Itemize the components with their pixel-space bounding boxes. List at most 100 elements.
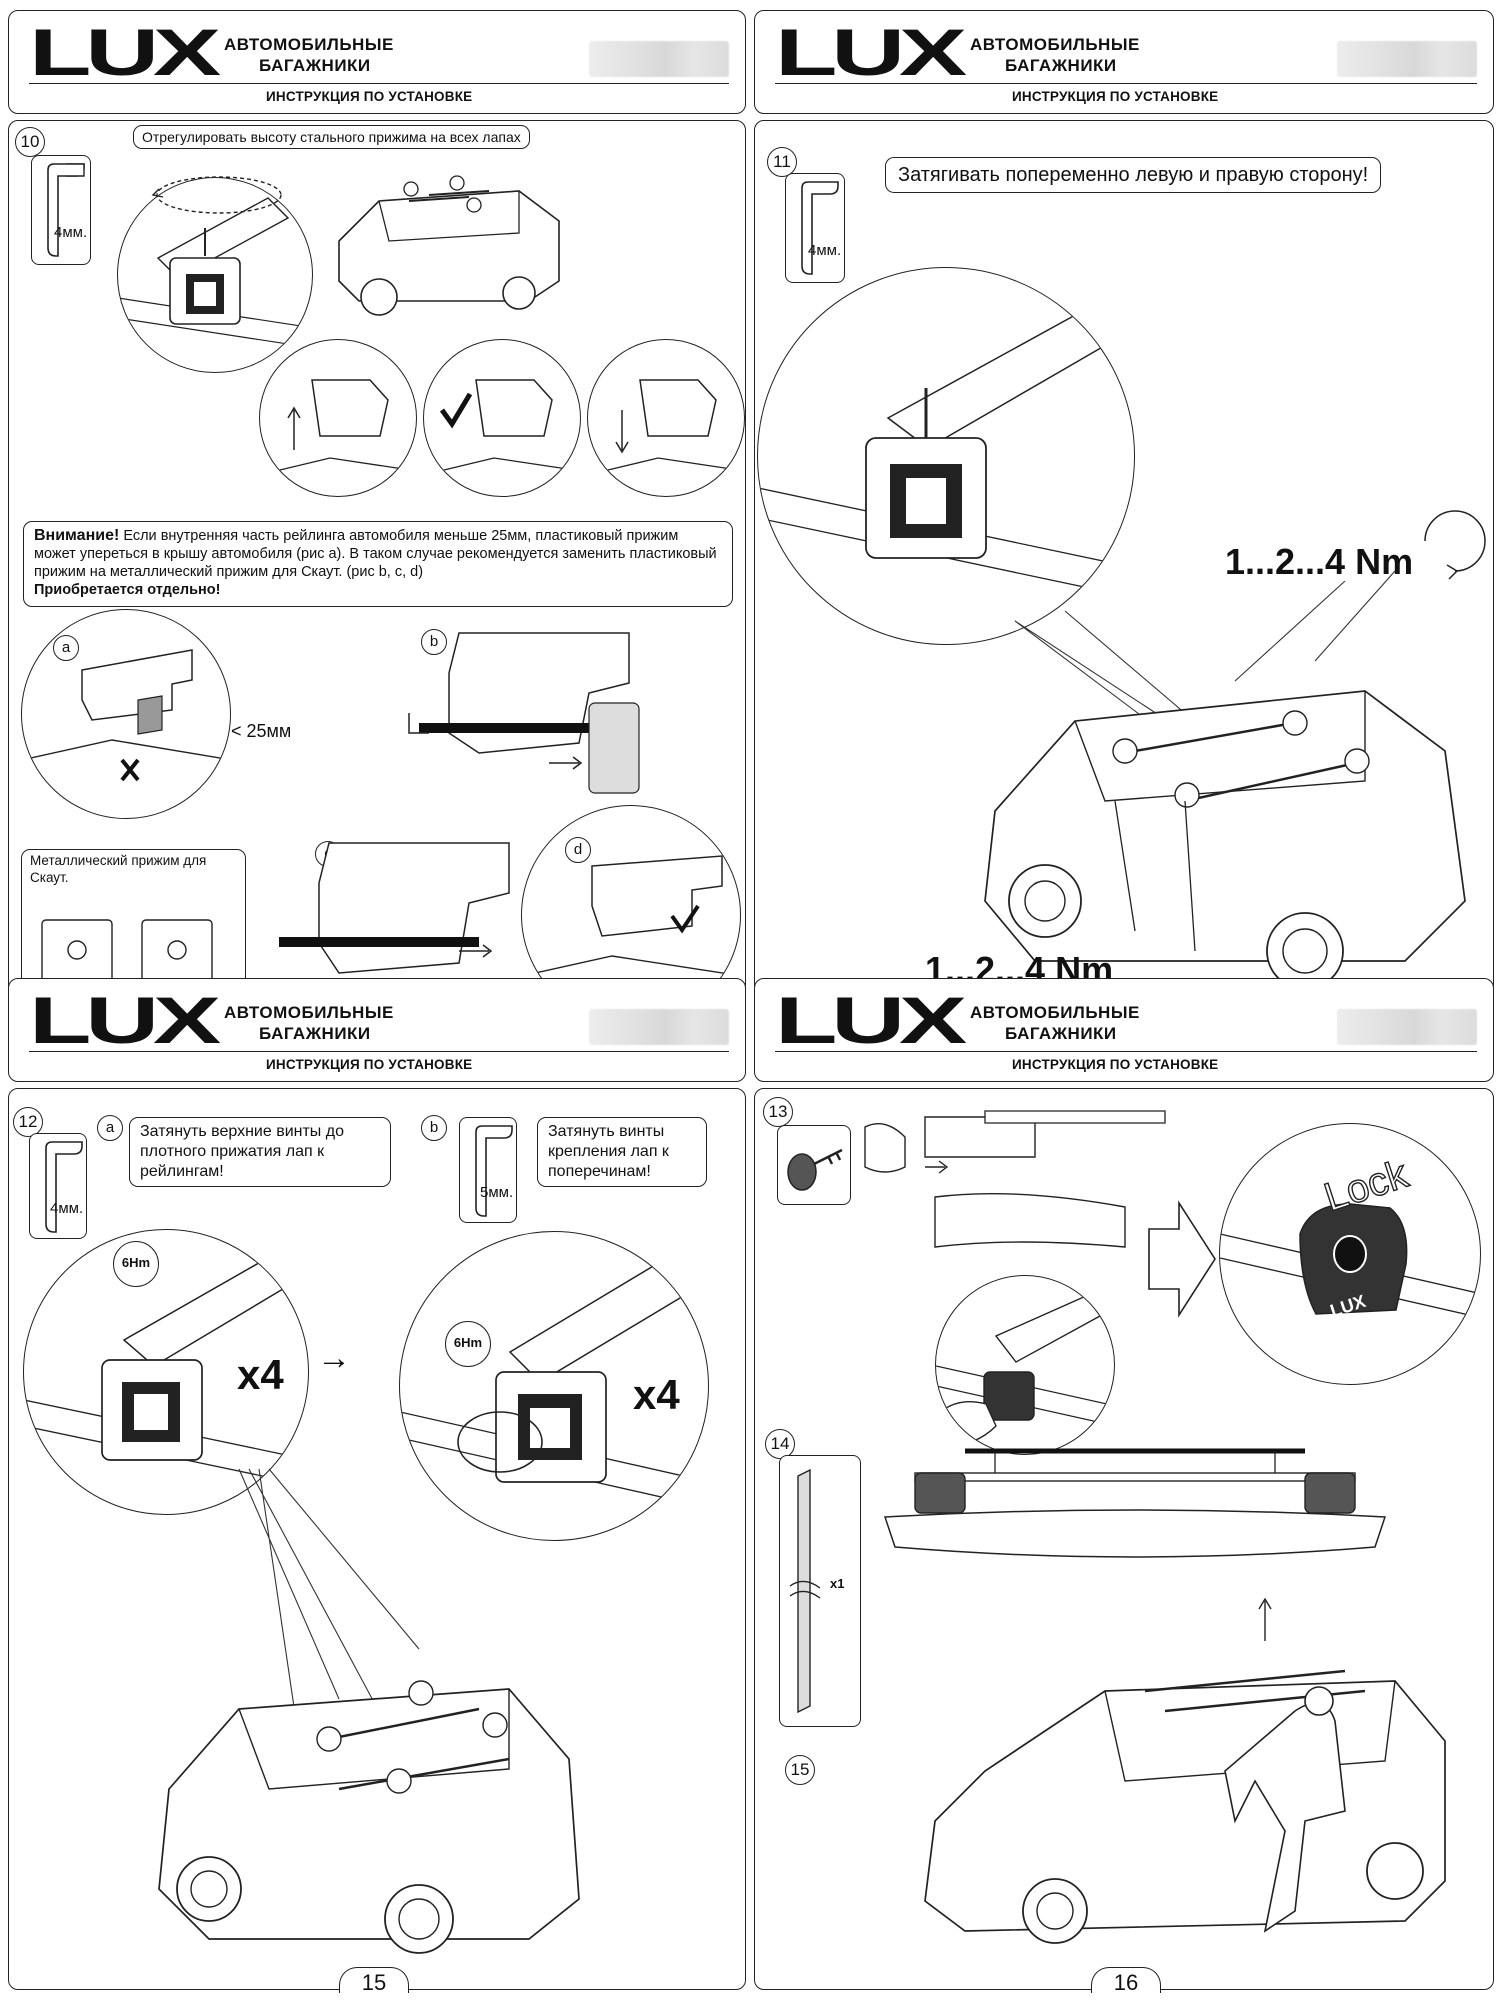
detail-circle-top-screws (23, 1229, 309, 1515)
step-number: 11 (767, 147, 797, 177)
warning-title: Внимание! (34, 527, 120, 544)
figure-a-circle (21, 609, 231, 819)
header-subtitle: ИНСТРУКЦИЯ ПО УСТАНОВКЕ (266, 1057, 473, 1072)
figure-c-illustration (279, 842, 510, 974)
torque-badge-text: 6Hm (121, 1255, 151, 1270)
warning-sold-separately: Приобретается отдельно! (34, 582, 221, 598)
hex-key-tool: 4мм. (31, 155, 91, 265)
brand-line-1: АВТОМОБИЛЬНЫЕ (224, 35, 394, 54)
step-number: 12 (13, 1107, 43, 1137)
figure-b-illustration (408, 632, 640, 794)
figure-d-circle (521, 805, 741, 999)
step-number: 10 (15, 127, 45, 157)
panel-step-12: 12 4мм. a Затянуть верхние винты до плот… (8, 1088, 746, 1995)
part-number-blurred (1337, 41, 1477, 77)
torque-label: 1...2...4 Nm (1225, 541, 1414, 582)
callout-a: Затянуть верхние винты до плотного прижа… (129, 1117, 391, 1187)
header-subtitle: ИНСТРУКЦИЯ ПО УСТАНОВКЕ (1012, 89, 1219, 104)
brand-line-2: БАГАЖНИКИ (259, 56, 371, 75)
lux-logo: LUX (775, 983, 967, 1057)
hex-key-icon (47, 163, 85, 257)
car-with-person-illustration (924, 1597, 1446, 1944)
callout-alternate-tighten: Затягивать попеременно левую и правую ст… (885, 157, 1382, 193)
lock-insert-illustration (864, 1110, 1166, 1248)
arrow-right-icon: → (317, 1339, 351, 1377)
step-number-15: 15 (785, 1755, 815, 1785)
detail-circle-hand-lock (935, 1275, 1115, 1455)
metal-clamp-box: Металлический прижим для Скаут. (21, 849, 246, 999)
page-number: 15 (339, 1967, 409, 1995)
lux-logo: LUX (775, 15, 967, 89)
callout-b: Затянуть винты крепления лап к поперечин… (537, 1117, 707, 1187)
header-bottom-right: LUX АВТОМОБИЛЬНЫЕ БАГАЖНИКИ ИНСТРУКЦИЯ П… (754, 978, 1494, 1082)
rotation-arrow-icon (151, 176, 282, 214)
warning-box: Внимание! Если внутренняя часть рейлинга… (23, 521, 733, 607)
step-number-13: 13 (763, 1097, 793, 1127)
step-number-14: 14 (765, 1429, 795, 1459)
brand-line-2: БАГАЖНИКИ (1005, 1024, 1117, 1043)
detail-circle-correct (423, 339, 581, 497)
key-icon (787, 1148, 843, 1191)
panel-step-11: 11 4мм. Затягивать попеременно левую и п… (754, 120, 1494, 1000)
header-top-left: LUX АВТОМОБИЛЬНЫЕ БАГАЖНИКИ ИНСТРУКЦИЯ П… (8, 10, 746, 114)
header-bottom-left: LUX АВТОМОБИЛЬНЫЕ БАГАЖНИКИ ИНСТРУКЦИЯ П… (8, 978, 746, 1082)
key-tool (777, 1125, 851, 1205)
hex-key-icon (45, 1141, 83, 1233)
brand-line-2: БАГАЖНИКИ (1005, 56, 1117, 75)
multiplier-label-a: x4 (237, 1351, 284, 1398)
header-top-right: LUX АВТОМОБИЛЬНЫЕ БАГАЖНИКИ ИНСТРУКЦИЯ П… (754, 10, 1494, 114)
detail-circle-lock: Lock LUX (1219, 1123, 1481, 1385)
detail-circle-down (587, 339, 745, 497)
rubber-strip-icon (789, 1468, 821, 1714)
panel-step-10: 10 4мм. Отрегулировать высоту стального … (8, 120, 746, 1000)
arrow-right-icon (1148, 1200, 1216, 1318)
torque-badge-a: 6Hm (113, 1241, 159, 1287)
part-number-blurred (589, 41, 729, 77)
brand-line-1: АВТОМОБИЛЬНЫЕ (224, 1003, 394, 1022)
quantity-label: x1 (830, 1576, 845, 1591)
detail-circle-side-screws (399, 1231, 709, 1541)
tool-size-label: 4мм. (54, 224, 88, 241)
header-subtitle: ИНСТРУКЦИЯ ПО УСТАНОВКЕ (1012, 1057, 1219, 1072)
tool-size-label: 4мм. (808, 242, 842, 259)
sub-label-a: a (97, 1115, 123, 1141)
callout-adjust: Отрегулировать высоту стального прижима … (133, 125, 530, 149)
lux-logo: LUX (29, 983, 221, 1057)
header-subtitle: ИНСТРУКЦИЯ ПО УСТАНОВКЕ (266, 89, 473, 104)
detail-circle-clamp (117, 177, 313, 373)
detail-circle-up (259, 339, 417, 497)
metal-clamp-parts (41, 919, 213, 991)
hex-key-tool-a: 4мм. (29, 1133, 87, 1239)
sub-label-b: b (421, 1115, 447, 1141)
figure-label-a: a (53, 635, 79, 661)
torque-badge-b: 6Hm (445, 1321, 491, 1367)
dimension-label: < 25мм (231, 721, 292, 741)
hex-key-tool-b: 5мм. (459, 1117, 517, 1223)
hex-key-tool: 4мм. (785, 173, 845, 283)
brand-line-1: АВТОМОБИЛЬНЫЕ (970, 1003, 1140, 1022)
leader-lines (238, 1468, 420, 1810)
page-number: 16 (1091, 1967, 1161, 1995)
figure-label-b: b (421, 629, 447, 655)
multiplier-label-b: x4 (633, 1371, 680, 1418)
torque-badge-text: 6Hm (453, 1335, 483, 1350)
detail-circle-foot (757, 267, 1135, 645)
rubber-strip-box: x1 (779, 1455, 861, 1727)
lux-logo: LUX (29, 15, 221, 89)
hex-key-icon (475, 1125, 513, 1217)
panel-step-13-15: 13 Lock LUX 14 (754, 1088, 1494, 1995)
roof-bar-illustration (883, 1448, 1387, 1558)
brand-line-2: БАГАЖНИКИ (259, 1024, 371, 1043)
figure-label-d: d (565, 837, 591, 863)
van-illustration (158, 1680, 580, 1954)
part-number-blurred (589, 1009, 729, 1045)
van-illustration (984, 690, 1466, 990)
part-number-blurred (1337, 1009, 1477, 1045)
warning-text: Если внутренняя часть рейлинга автомобил… (34, 528, 717, 580)
metal-clamp-label: Металлический прижим для Скаут. (30, 853, 207, 885)
tool-size-label: 5мм. (480, 1184, 514, 1201)
hex-key-icon (801, 181, 839, 275)
van-illustration (338, 175, 560, 316)
brand-line-1: АВТОМОБИЛЬНЫЕ (970, 35, 1140, 54)
tool-size-label: 4мм. (50, 1200, 84, 1217)
